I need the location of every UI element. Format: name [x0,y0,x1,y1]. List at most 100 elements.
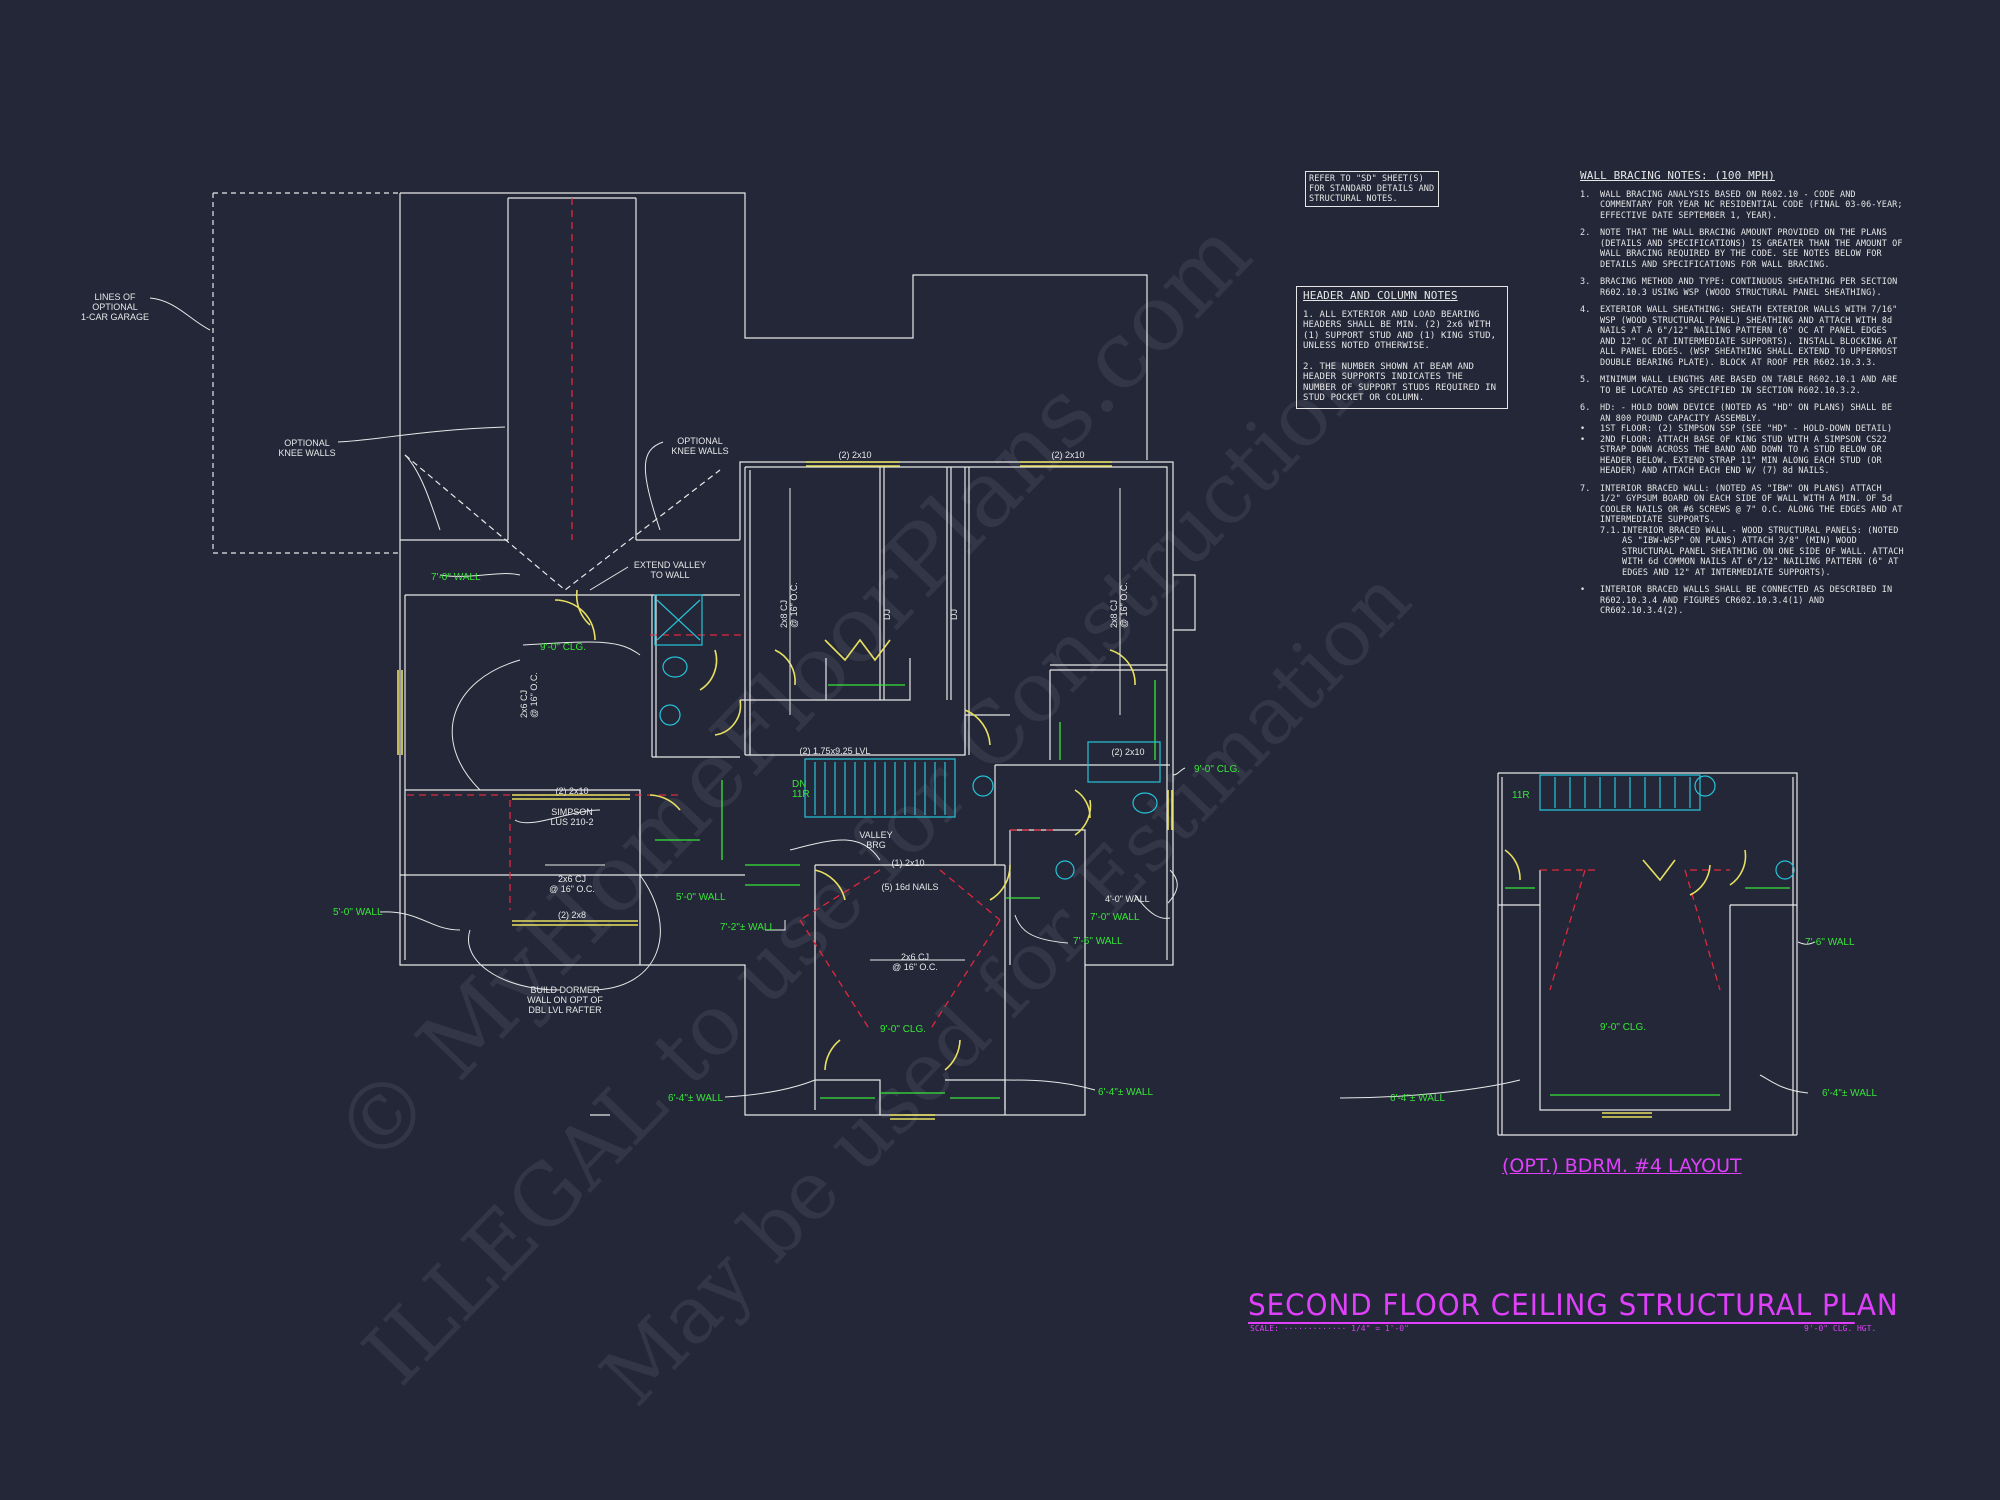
label-opt-11r: 11R [1512,790,1530,801]
wall-bracing-note-2-text: NOTE THAT THE WALL BRACING AMOUNT PROVID… [1600,228,1903,270]
wall-bracing-note-6b-bullet: • [1580,434,1586,445]
label-9-0-clg-c: 9'-0" CLG. [880,1024,926,1035]
label-lines-garage-1: LINES OF [94,292,136,302]
label-6-4-wall-b: 6'-4"± WALL [1098,1087,1153,1098]
label-cj-2x8-a-1: 2x8 CJ [779,600,789,628]
wall-bracing-note-1-num: 1. [1580,189,1591,200]
label-7-6-wall-a: 7'-6" WALL [1073,936,1123,947]
wall-bracing-note-1: 1. WALL BRACING ANALYSIS BASED ON R602.10… [1580,190,1905,222]
label-cj-2x8-b-1: 2x8 CJ [1109,600,1119,628]
label-dn: DN [792,779,806,790]
label-dj-a: DJ [882,609,892,620]
label-11r: 11R [792,789,810,800]
wall-bracing-note-7-num: 7. [1580,483,1591,494]
wall-bracing-note-3-text: BRACING METHOD AND TYPE: CONTINUOUS SHEA… [1600,277,1898,298]
label-cj-2x6-a-1: 2x6 CJ [558,874,586,884]
wall-bracing-note-2-num: 2. [1580,228,1591,238]
label-cj-2x6-c-2: @ 16" O.C. [529,672,539,718]
label-nails: (5) 16d NAILS [881,882,938,892]
label-lines-garage-2: OPTIONAL [92,302,138,312]
label-6-4-wall-d: 6'-4"± WALL [1822,1088,1877,1099]
wall-bracing-note-1-text: WALL BRACING ANALYSIS BASED ON R602.10 -… [1600,189,1903,221]
label-knee-walls-right-2: KNEE WALLS [671,446,728,456]
label-knee-walls-right-1: OPTIONAL [677,436,723,446]
wall-bracing-note-8: • INTERIOR BRACED WALLS SHALL BE CONNECTE… [1580,585,1905,617]
wall-bracing-note-6: 6. HD: - HOLD DOWN DEVICE (NOTED AS "HD" … [1580,403,1905,424]
label-header-2x8: (2) 2x8 [558,910,586,920]
label-knee-walls-left-2: KNEE WALLS [278,448,335,458]
label-valley-brg-1: VALLEY [859,830,892,840]
wall-bracing-note-3: 3. BRACING METHOD AND TYPE: CONTINUOUS SH… [1580,277,1905,298]
label-header-2x10-c: (2) 2x10 [555,786,588,796]
label-simpson-1: SIMPSON [551,807,593,817]
label-header-2x10-d: (2) 2x10 [1111,747,1144,757]
refer-note: REFER TO "SD" SHEET(S) FOR STANDARD DETA… [1305,171,1439,207]
header-column-notes: HEADER AND COLUMN NOTES 1. ALL EXTERIOR … [1296,286,1508,409]
label-cj-2x6-c-1: 2x6 CJ [519,690,529,718]
label-build-dormer-3: DBL LVL RAFTER [528,1005,602,1015]
label-7-2-wall: 7'-2"± WALL [720,922,775,933]
label-cj-2x6-b-2: @ 16" O.C. [892,962,938,972]
wall-bracing-note-6-text: HD: - HOLD DOWN DEVICE (NOTED AS "HD" ON… [1600,403,1893,424]
label-7-6-wall-b: 7'-6" WALL [1805,937,1855,948]
wall-bracing-note-7-1-text: INTERIOR BRACED WALL - WOOD STRUCTURAL P… [1622,525,1904,578]
wall-bracing-note-7-1-num: 7.1. [1600,525,1621,536]
label-header-2x10-a: (2) 2x10 [838,450,871,460]
wall-bracing-title: WALL BRACING NOTES: (100 MPH) [1580,169,1775,182]
label-6-4-wall-c: 6'-4"± WALL [1390,1093,1445,1104]
label-cj-2x8-a-2: @ 16" O.C. [789,582,799,628]
label-9-0-clg-b: 9'-0" CLG. [1194,764,1240,775]
wall-bracing-note-3-num: 3. [1580,277,1591,287]
label-extend-valley-2: TO WALL [650,570,689,580]
wall-bracing-note-4-num: 4. [1580,305,1591,315]
label-build-dormer-2: WALL ON OPT OF [527,995,603,1005]
wall-bracing-note-4-text: EXTERIOR WALL SHEATHING: SHEATH EXTERIOR… [1600,305,1898,368]
label-4-0-wall: 4'-0" WALL [1105,894,1150,904]
label-5-0-wall-a: 5'-0" WALL [333,907,383,918]
label-lvl: (2) 1.75x9.25 LVL [800,746,871,756]
label-cj-2x6-a-2: @ 16" O.C. [549,884,595,894]
label-9-0-clg-d: 9'-0" CLG. [1600,1022,1646,1033]
label-header-1-2x10: (1) 2x10 [891,858,924,868]
wall-bracing-note-4: 4. EXTERIOR WALL SHEATHING: SHEATH EXTERI… [1580,305,1905,368]
label-5-0-wall-b: 5'-0" WALL [676,892,726,903]
label-7-0-wall-b: 7'-0" WALL [1090,912,1140,923]
wall-bracing-note-6b-text: 2ND FLOOR: ATTACH BASE OF KING STUD WITH… [1600,434,1887,477]
label-cj-2x6-b-1: 2x6 CJ [901,952,929,962]
label-valley-brg-2: BRG [866,840,886,850]
header-note-1: 1. ALL EXTERIOR AND LOAD BEARING HEADERS… [1303,309,1497,352]
opt-bdrm-4-title: (OPT.) BDRM. #4 LAYOUT [1502,1155,1742,1177]
header-note-2: 2. THE NUMBER SHOWN AT BEAM AND HEADER S… [1303,361,1497,404]
wall-bracing-note-5: 5. MINIMUM WALL LENGTHS ARE BASED ON TABL… [1580,375,1905,396]
header-notes-title: HEADER AND COLUMN NOTES [1303,289,1458,302]
wall-bracing-note-7-text: INTERIOR BRACED WALL: (NOTED AS "IBW" ON… [1600,483,1903,526]
label-cj-2x8-b-2: @ 16" O.C. [1119,582,1129,628]
wall-bracing-note-6a: • 1ST FLOOR: (2) SIMPSON SSP (SEE "HD" - … [1580,424,1905,435]
sheet-scale: SCALE: ············· 1/4" = 1'-0" [1250,1324,1409,1333]
wall-bracing-note-5-num: 5. [1580,375,1591,385]
label-lines-garage-3: 1-CAR GARAGE [81,312,149,322]
label-9-0-clg-a: 9'-0" CLG. [540,642,586,653]
wall-bracing-note-6a-bullet: • [1580,424,1586,434]
wall-bracing-note-7: 7. INTERIOR BRACED WALL: (NOTED AS "IBW" … [1580,484,1905,526]
wall-bracing-note-8-text: INTERIOR BRACED WALLS SHALL BE CONNECTED… [1600,585,1893,616]
wall-bracing-note-2: 2. NOTE THAT THE WALL BRACING AMOUNT PROV… [1580,228,1905,270]
wall-bracing-note-5-text: MINIMUM WALL LENGTHS ARE BASED ON TABLE … [1600,375,1898,396]
label-6-4-wall-a: 6'-4"± WALL [668,1093,723,1104]
label-build-dormer-1: BUILD DORMER [530,985,600,995]
wall-bracing-note-8-bullet: • [1580,585,1586,595]
wall-bracing-note-6b: • 2ND FLOOR: ATTACH BASE OF KING STUD WIT… [1580,435,1905,477]
wall-bracing-note-7-1: 7.1.INTERIOR BRACED WALL - WOOD STRUCTUR… [1600,526,1905,579]
label-dj-b: DJ [949,609,959,620]
label-header-2x10-b: (2) 2x10 [1051,450,1084,460]
sheet-ceiling-height: 9'-0" CLG. HGT. [1804,1324,1877,1333]
label-extend-valley-1: EXTEND VALLEY [634,560,706,570]
wall-bracing-note-6-num: 6. [1580,403,1591,413]
label-knee-walls-left-1: OPTIONAL [284,438,330,448]
wall-bracing-notes: WALL BRACING NOTES: (100 MPH) 1. WALL BRA… [1580,169,1905,624]
sheet-title: SECOND FLOOR CEILING STRUCTURAL PLAN [1248,1288,1899,1324]
label-7-0-wall: 7'-0" WALL [431,572,481,583]
label-simpson-2: LUS 210-2 [550,817,593,827]
wall-bracing-note-6a-text: 1ST FLOOR: (2) SIMPSON SSP (SEE "HD" - H… [1600,424,1893,434]
